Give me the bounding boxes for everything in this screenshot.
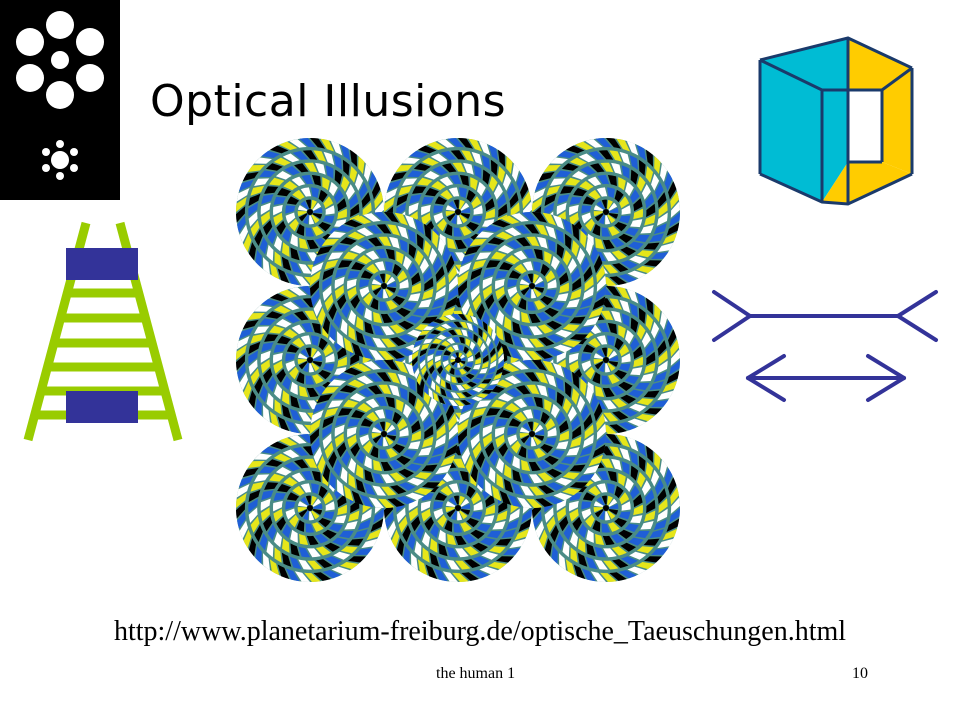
snake-disc [458, 212, 606, 360]
ebbinghaus-illusion-icon [0, 0, 120, 200]
source-url-link[interactable]: http://www.planetarium-freiburg.de/optis… [113, 616, 847, 647]
snake-disc [412, 314, 504, 406]
snake-disc [458, 360, 606, 508]
muller-lyer-illusion-icon [708, 286, 943, 416]
snake-disc [310, 360, 458, 508]
snake-disc [310, 212, 458, 360]
ponzo-ladder-illusion-icon [18, 215, 188, 450]
footer-text: the human 1 [436, 665, 516, 682]
page-number: 10 [852, 665, 868, 682]
rotating-snakes-illusion-icon [228, 132, 688, 597]
necker-cube-illusion-icon [752, 34, 917, 214]
slide-title: Optical Illusions [150, 76, 507, 127]
